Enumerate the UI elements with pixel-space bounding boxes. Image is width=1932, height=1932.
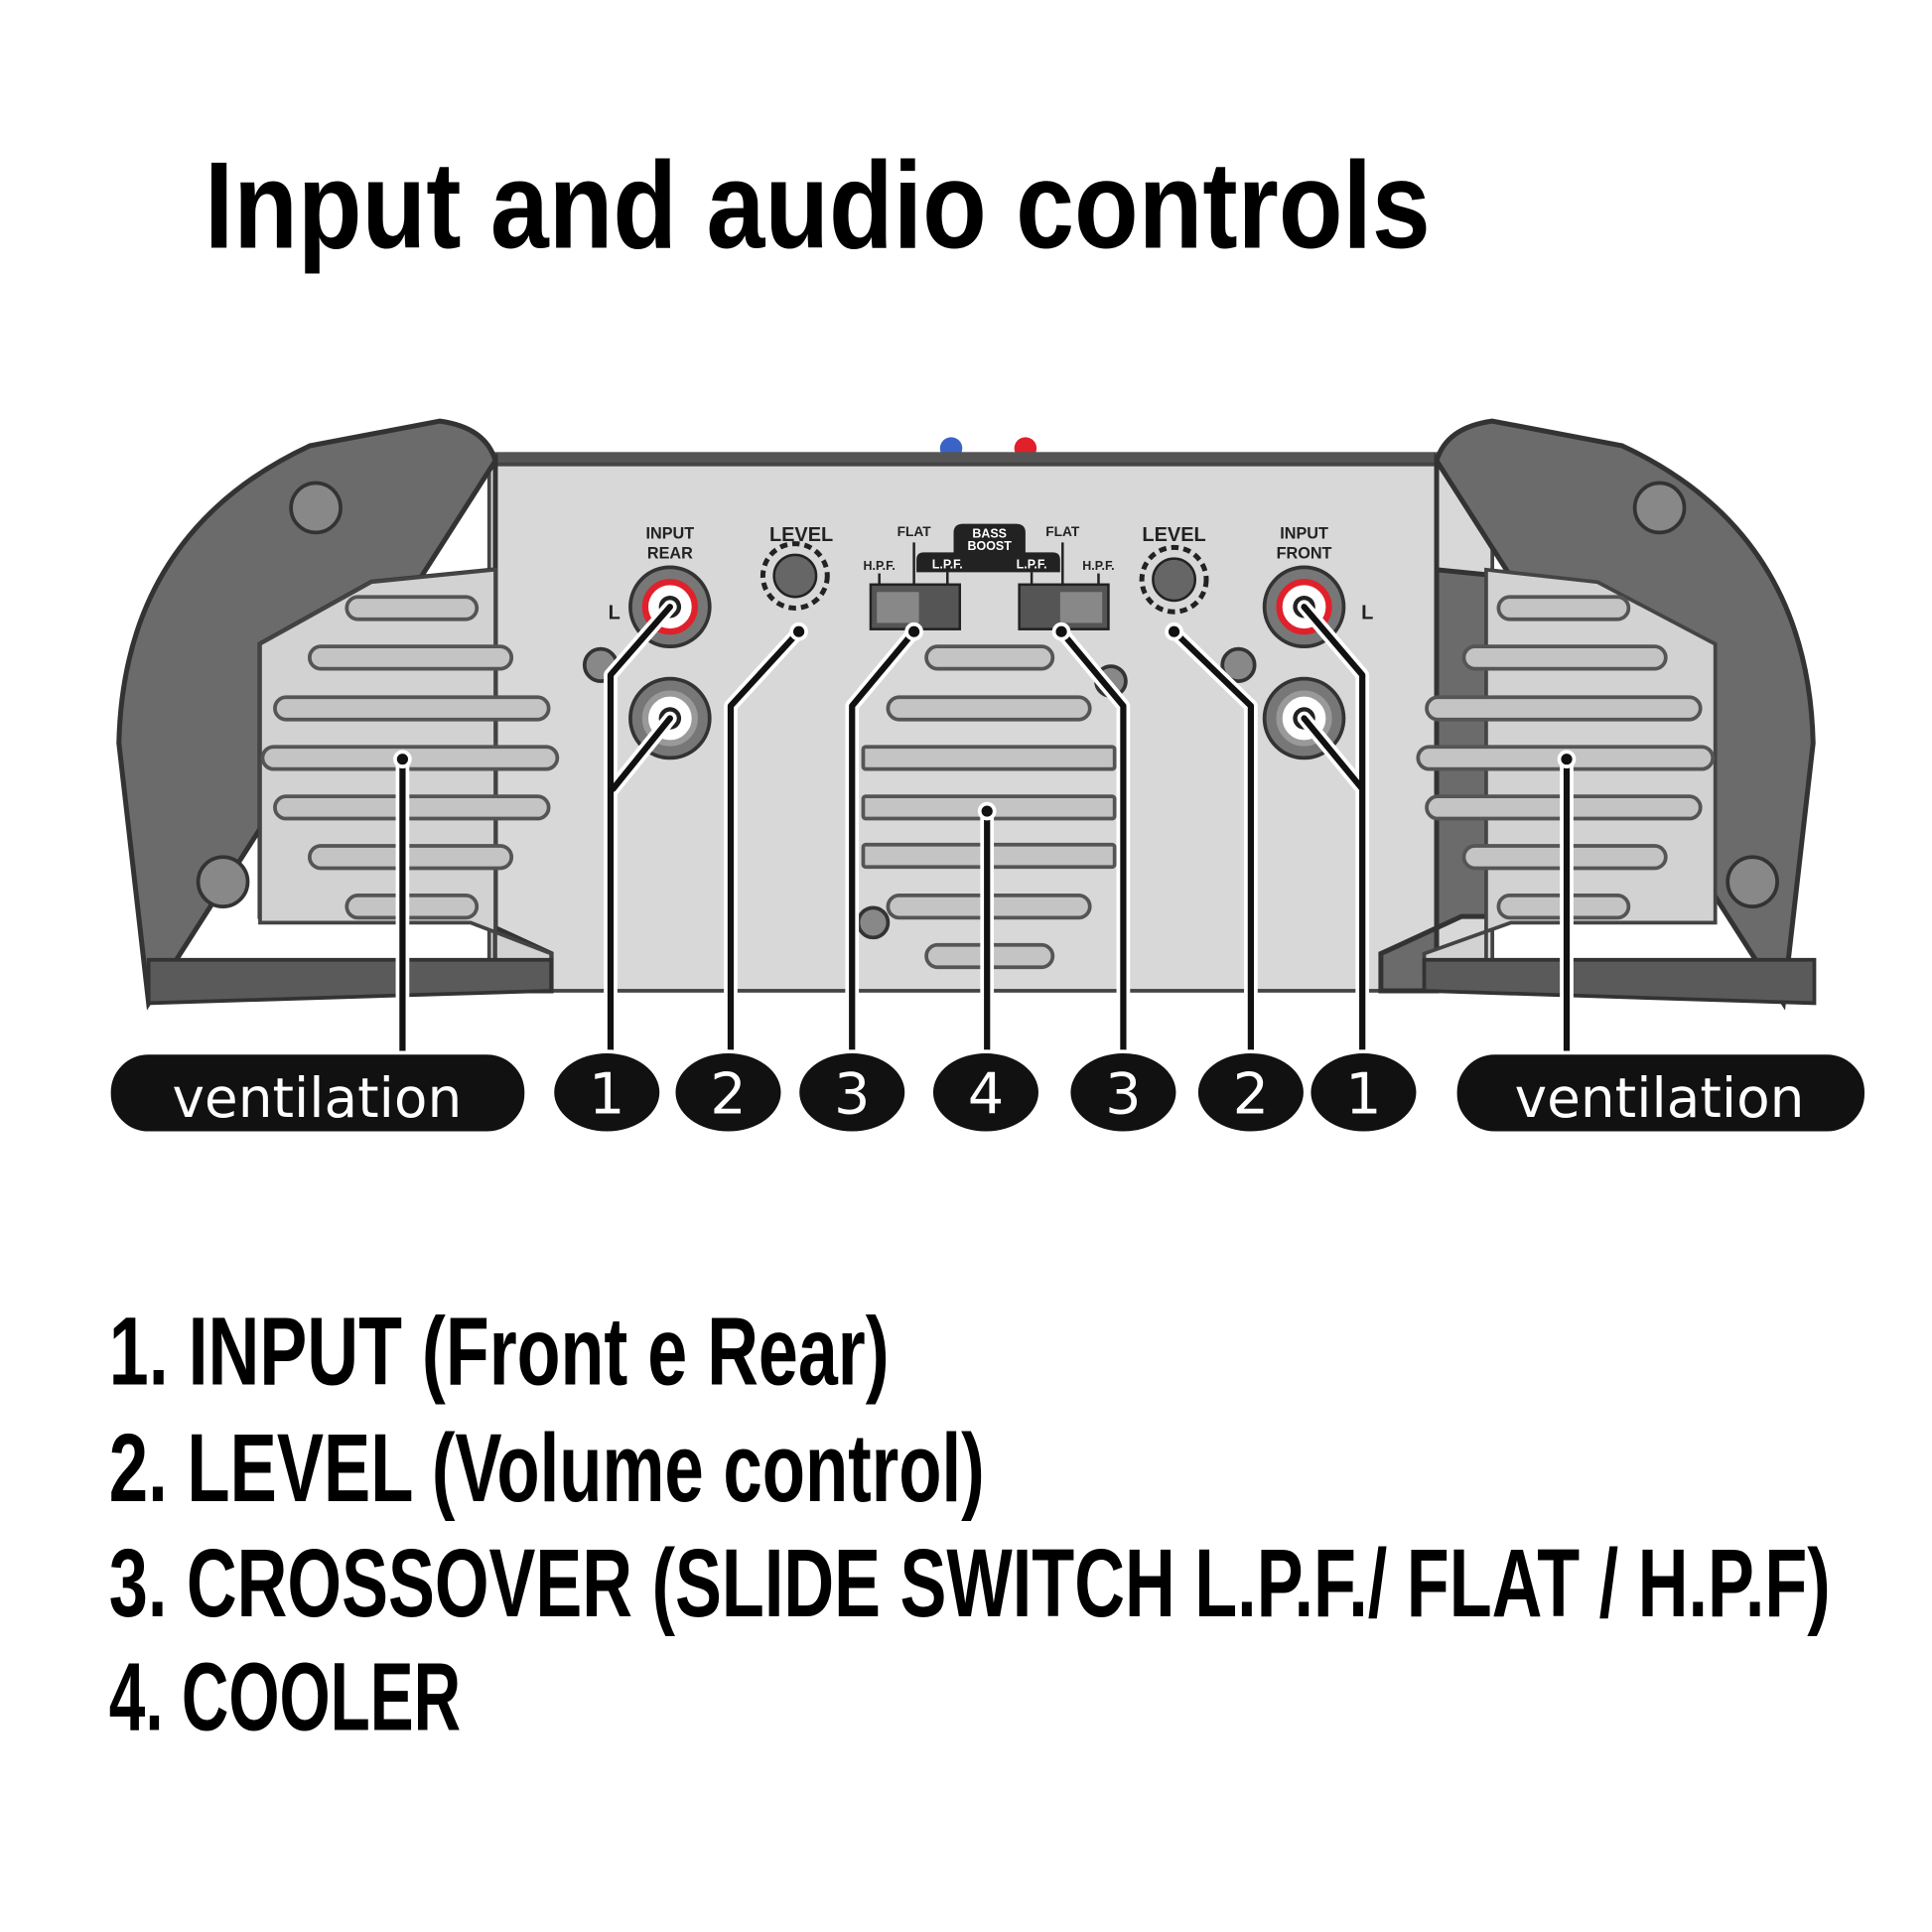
input-front-label: FRONT	[1277, 545, 1332, 563]
list-item: 1. INPUT (Front e Rear)	[109, 1298, 890, 1406]
callout-1: 1	[1345, 1060, 1382, 1127]
level-knob-rear[interactable]	[759, 541, 830, 611]
ventilation-callout: ventilation	[1515, 1066, 1805, 1130]
input-front-label: INPUT	[1280, 525, 1328, 543]
left-foot	[146, 957, 553, 1006]
left-vents	[260, 595, 560, 920]
leader-lines	[393, 600, 1577, 1066]
screw-icon	[1220, 646, 1257, 683]
legend-list: 1. INPUT (Front e Rear) 2. LEVEL (Volume…	[109, 1298, 1831, 1751]
input-rear-label: REAR	[647, 545, 693, 563]
right-foot	[1422, 957, 1817, 1006]
page-title: Input and audio controls	[205, 136, 1431, 274]
screw-icon	[856, 905, 891, 940]
list-item: 3. CROSSOVER (SLIDE SWITCH L.P.F./ FLAT …	[109, 1529, 1831, 1637]
callout-2: 2	[1233, 1060, 1270, 1127]
level-label: LEVEL	[769, 524, 833, 546]
screws	[196, 481, 1779, 940]
bass-boost-label: BASS	[972, 526, 1007, 540]
crossover-switch-rear[interactable]	[869, 583, 962, 630]
input-rear-label: INPUT	[646, 525, 695, 543]
callout-1: 1	[589, 1060, 625, 1127]
list-item: 4. COOLER	[109, 1643, 461, 1751]
lpf-label: L.P.F.	[932, 558, 963, 572]
flat-label: FLAT	[1045, 524, 1080, 539]
bass-boost-badge	[916, 523, 1060, 573]
bass-boost-label: BOOST	[968, 539, 1013, 553]
callouts: ventilation ventilation 1 2 3 4 3 2 1	[106, 1049, 1868, 1136]
screw-icon	[196, 855, 250, 908]
flat-label: FLAT	[897, 524, 932, 539]
list-item: 2. LEVEL (Volume control)	[109, 1414, 985, 1522]
hpf-label: H.P.F.	[1082, 559, 1114, 573]
left-channel-label: L	[609, 603, 621, 624]
crossover-switch-front[interactable]	[1018, 583, 1110, 630]
level-knob-front[interactable]	[1139, 544, 1209, 615]
ventilation-callout: ventilation	[172, 1066, 462, 1130]
callout-3: 3	[1105, 1060, 1142, 1127]
screw-icon	[1632, 481, 1687, 535]
screw-icon	[1725, 855, 1779, 908]
callout-3: 3	[834, 1060, 871, 1127]
callout-2: 2	[710, 1060, 747, 1127]
callout-4: 4	[968, 1060, 1005, 1127]
level-label: LEVEL	[1142, 524, 1205, 546]
screw-icon	[289, 481, 343, 535]
hpf-label: H.P.F.	[864, 559, 896, 573]
left-channel-label: L	[1361, 603, 1373, 624]
lpf-label: L.P.F.	[1017, 558, 1047, 572]
